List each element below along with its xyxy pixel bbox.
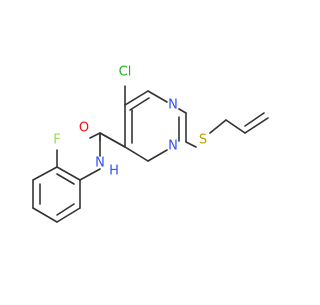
bond-ph-4 xyxy=(32,207,58,223)
atom-amide-h: H xyxy=(109,164,119,179)
bond-ph-double-b xyxy=(56,203,75,216)
bond-ch-ch2 xyxy=(244,117,269,134)
bond-ph-1 xyxy=(56,166,81,181)
atom-s: S xyxy=(199,133,207,148)
bond-ph-double-c xyxy=(56,173,75,185)
bond-c2-s xyxy=(185,141,197,148)
bond-ch-ch2-double xyxy=(244,112,265,127)
atom-labels: Cl N N O S N H F xyxy=(53,65,207,179)
bond-c5-c6-double xyxy=(129,97,150,111)
bond-ch2-ch xyxy=(225,119,246,134)
bond-co-o-double xyxy=(89,132,101,139)
atom-amide-n: N xyxy=(95,156,105,171)
bond-co-c xyxy=(99,132,126,148)
atom-n-ring-bottom: N xyxy=(168,139,178,154)
bond-n1-c2 xyxy=(178,108,187,114)
bond-n3-c4 xyxy=(147,149,168,162)
bond-c6-n1 xyxy=(147,90,168,103)
atom-o: O xyxy=(79,121,89,136)
bond-c5-c6 xyxy=(124,90,149,106)
atom-n-ring-top: N xyxy=(168,98,178,113)
bond-ph-5 xyxy=(56,207,81,223)
bond-s-ch2 xyxy=(209,119,227,134)
molecule-diagram: Cl N N O S N H F xyxy=(32,65,269,223)
bond-n-aryl xyxy=(79,168,101,181)
structure-svg: Cl N N O S N H F xyxy=(32,65,269,223)
atom-f: F xyxy=(53,133,60,148)
atom-cl: Cl xyxy=(119,65,132,80)
bond-ph-2 xyxy=(32,166,58,181)
bond-c4-c5 xyxy=(124,146,149,162)
bonds xyxy=(32,85,269,223)
